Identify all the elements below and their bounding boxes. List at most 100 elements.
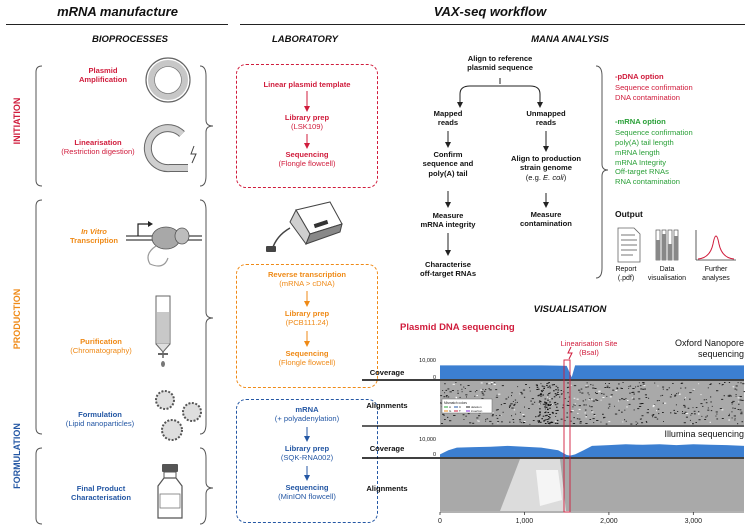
read-mark — [544, 406, 547, 408]
read-mark — [674, 394, 677, 396]
read-mark — [464, 388, 466, 389]
read-mark — [578, 405, 581, 407]
read-mark — [606, 395, 608, 397]
read-mark — [737, 409, 740, 410]
read-mark — [523, 396, 526, 398]
read-mark — [585, 404, 587, 406]
read-mark — [481, 391, 483, 393]
read-mark — [657, 385, 659, 387]
read-mark — [476, 395, 478, 396]
read-mark — [511, 415, 513, 417]
read-mark — [556, 419, 559, 421]
read-mark — [727, 395, 729, 397]
read-mark — [629, 385, 632, 387]
read-mark — [469, 422, 472, 424]
read-mark — [567, 400, 569, 402]
read-mark — [656, 410, 657, 412]
read-mark — [608, 403, 611, 405]
read-mark — [535, 416, 537, 418]
read-mark — [630, 423, 633, 425]
read-mark — [591, 398, 593, 400]
read-mark — [551, 421, 554, 423]
read-mark — [633, 409, 635, 411]
read-mark — [488, 388, 490, 390]
lab-red-step1: Linear plasmid template — [263, 80, 351, 89]
read-mark — [549, 387, 552, 389]
read-mark — [556, 393, 559, 395]
read-mark — [724, 382, 726, 383]
read-mark — [540, 421, 542, 423]
read-mark — [633, 393, 635, 395]
read-mark — [636, 422, 639, 424]
read-mark — [640, 418, 642, 420]
read-mark — [589, 398, 591, 400]
read-mark — [547, 418, 550, 420]
illumina-coverage-area — [440, 444, 744, 457]
read-mark — [530, 400, 532, 402]
read-mark — [721, 418, 724, 419]
read-mark — [548, 414, 551, 415]
read-mark — [709, 421, 711, 423]
read-mark — [455, 396, 457, 398]
read-mark — [588, 394, 590, 396]
read-mark — [715, 411, 718, 413]
read-mark — [555, 412, 558, 414]
read-mark — [631, 397, 633, 399]
read-mark — [579, 422, 582, 424]
read-mark — [513, 404, 516, 406]
read-mark — [590, 406, 593, 408]
read-mark — [674, 412, 677, 414]
read-mark — [635, 424, 637, 425]
read-mark — [626, 406, 628, 408]
read-mark — [542, 389, 544, 391]
x-tick-label: 3,000 — [685, 518, 703, 525]
read-mark — [553, 402, 556, 404]
read-mark — [481, 392, 484, 394]
read-mark — [459, 396, 461, 398]
read-mark — [560, 418, 563, 420]
read-mark — [449, 391, 452, 393]
read-mark — [641, 422, 644, 424]
read-mark — [538, 415, 541, 417]
read-mark — [538, 420, 540, 422]
read-mark — [447, 416, 449, 418]
lipid-nanoparticles-icon — [155, 390, 202, 441]
read-mark — [721, 384, 724, 385]
read-mark — [562, 407, 564, 409]
read-mark — [529, 387, 531, 389]
read-mark — [592, 384, 594, 386]
read-mark — [637, 408, 640, 410]
pdna-option-title: -pDNA option — [615, 72, 664, 81]
read-mark — [576, 418, 579, 420]
read-mark — [585, 386, 588, 388]
read-mark — [606, 385, 609, 387]
read-mark — [644, 394, 647, 396]
read-mark — [710, 410, 713, 412]
flongle-sequencer-icon — [266, 201, 343, 252]
read-mark — [555, 389, 557, 391]
read-mark — [710, 396, 712, 398]
read-mark — [596, 420, 599, 421]
read-mark — [608, 421, 611, 423]
read-mark — [657, 408, 660, 410]
further-analyses-icon — [695, 230, 736, 261]
read-mark — [625, 398, 627, 399]
read-mark — [537, 388, 540, 390]
read-mark — [514, 399, 517, 401]
read-mark — [691, 423, 694, 425]
read-mark — [638, 398, 641, 400]
read-mark — [624, 409, 626, 411]
read-mark — [606, 387, 608, 388]
read-mark — [574, 405, 576, 406]
read-mark — [566, 412, 568, 414]
read-mark — [585, 414, 588, 416]
read-mark — [728, 394, 731, 396]
read-mark — [700, 403, 703, 405]
read-mark — [537, 395, 540, 397]
read-mark — [573, 397, 576, 399]
x-tick-label: 0 — [438, 518, 442, 525]
read-mark — [544, 419, 547, 421]
read-mark — [512, 419, 515, 420]
read-mark — [556, 406, 558, 408]
